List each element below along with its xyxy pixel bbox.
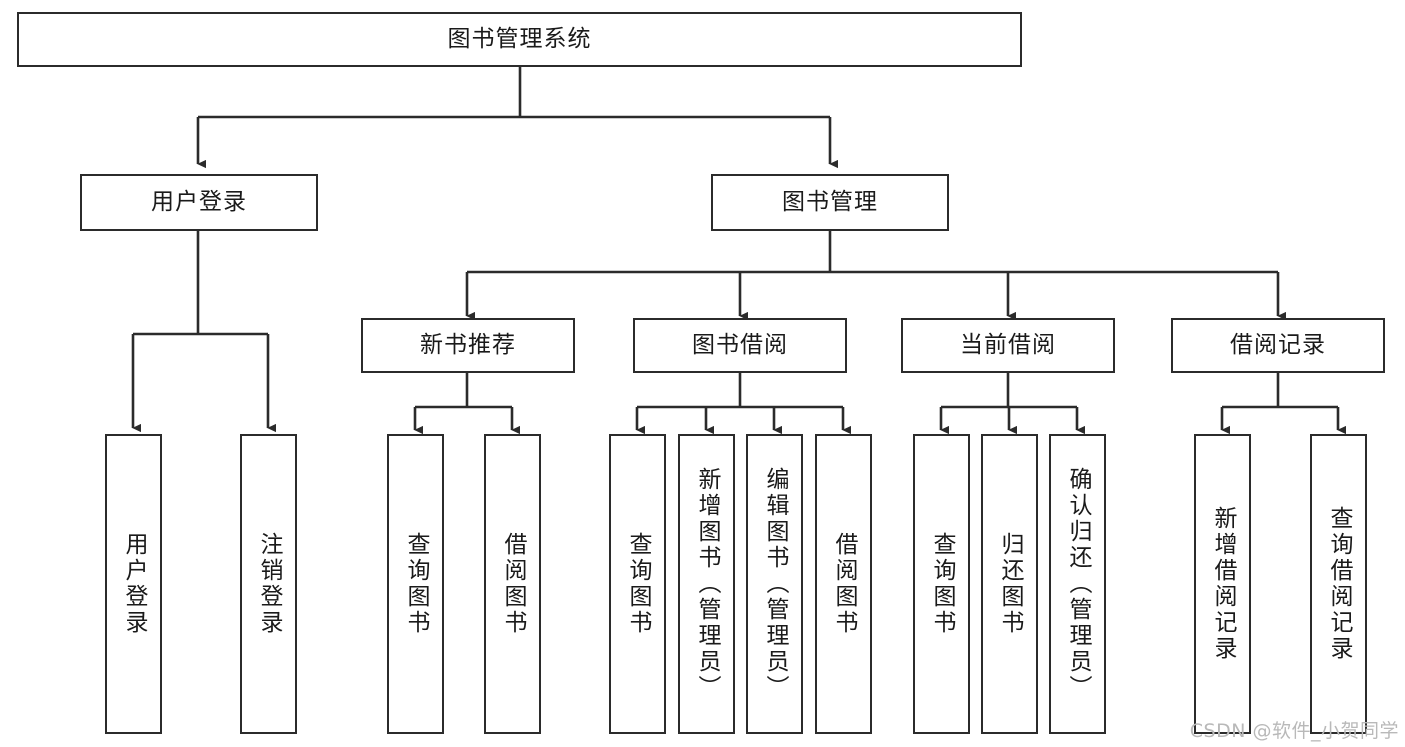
- leaf-add-book-admin[interactable]: 新增图书（管理员）: [678, 434, 735, 734]
- node-user-login[interactable]: 用户登录: [80, 174, 318, 231]
- leaf-logout[interactable]: 注销登录: [240, 434, 297, 734]
- leaf-borrow-book-b[interactable]: 借阅图书: [815, 434, 872, 734]
- leaf-add-book-admin-label: 新增图书（管理员）: [694, 467, 720, 701]
- leaf-query-book-a[interactable]: 查询图书: [387, 434, 444, 734]
- leaf-add-borrow-record-label: 新增借阅记录: [1210, 506, 1236, 662]
- leaf-confirm-return-admin-label: 确认归还（管理员）: [1065, 467, 1091, 701]
- leaf-confirm-return-admin[interactable]: 确认归还（管理员）: [1049, 434, 1106, 734]
- node-new-book-recommend-label: 新书推荐: [420, 331, 516, 358]
- node-book-borrow[interactable]: 图书借阅: [633, 318, 847, 373]
- node-borrow-record[interactable]: 借阅记录: [1171, 318, 1385, 373]
- leaf-logout-label: 注销登录: [256, 532, 282, 636]
- leaf-add-borrow-record[interactable]: 新增借阅记录: [1194, 434, 1251, 734]
- node-root-label: 图书管理系统: [447, 25, 592, 52]
- node-user-login-label: 用户登录: [151, 188, 247, 215]
- leaf-query-book-c[interactable]: 查询图书: [913, 434, 970, 734]
- leaf-query-book-c-label: 查询图书: [929, 532, 955, 636]
- node-root[interactable]: 图书管理系统: [17, 12, 1022, 67]
- node-new-book-recommend[interactable]: 新书推荐: [361, 318, 575, 373]
- leaf-return-book[interactable]: 归还图书: [981, 434, 1038, 734]
- leaf-borrow-book-b-label: 借阅图书: [831, 532, 857, 636]
- leaf-query-borrow-record-label: 查询借阅记录: [1326, 506, 1352, 662]
- leaf-edit-book-admin[interactable]: 编辑图书（管理员）: [746, 434, 803, 734]
- leaf-borrow-book-a[interactable]: 借阅图书: [484, 434, 541, 734]
- leaf-query-book-b-label: 查询图书: [625, 532, 651, 636]
- node-current-borrow[interactable]: 当前借阅: [901, 318, 1115, 373]
- node-book-manage-label: 图书管理: [782, 188, 878, 215]
- node-book-borrow-label: 图书借阅: [692, 331, 788, 358]
- leaf-return-book-label: 归还图书: [997, 532, 1023, 636]
- node-borrow-record-label: 借阅记录: [1230, 331, 1326, 358]
- leaf-user-login[interactable]: 用户登录: [105, 434, 162, 734]
- node-current-borrow-label: 当前借阅: [960, 331, 1056, 358]
- node-book-manage[interactable]: 图书管理: [711, 174, 949, 231]
- leaf-user-login-label: 用户登录: [121, 532, 147, 636]
- leaf-edit-book-admin-label: 编辑图书（管理员）: [762, 467, 788, 701]
- leaf-query-book-a-label: 查询图书: [403, 532, 429, 636]
- leaf-query-book-b[interactable]: 查询图书: [609, 434, 666, 734]
- leaf-query-borrow-record[interactable]: 查询借阅记录: [1310, 434, 1367, 734]
- leaf-borrow-book-a-label: 借阅图书: [500, 532, 526, 636]
